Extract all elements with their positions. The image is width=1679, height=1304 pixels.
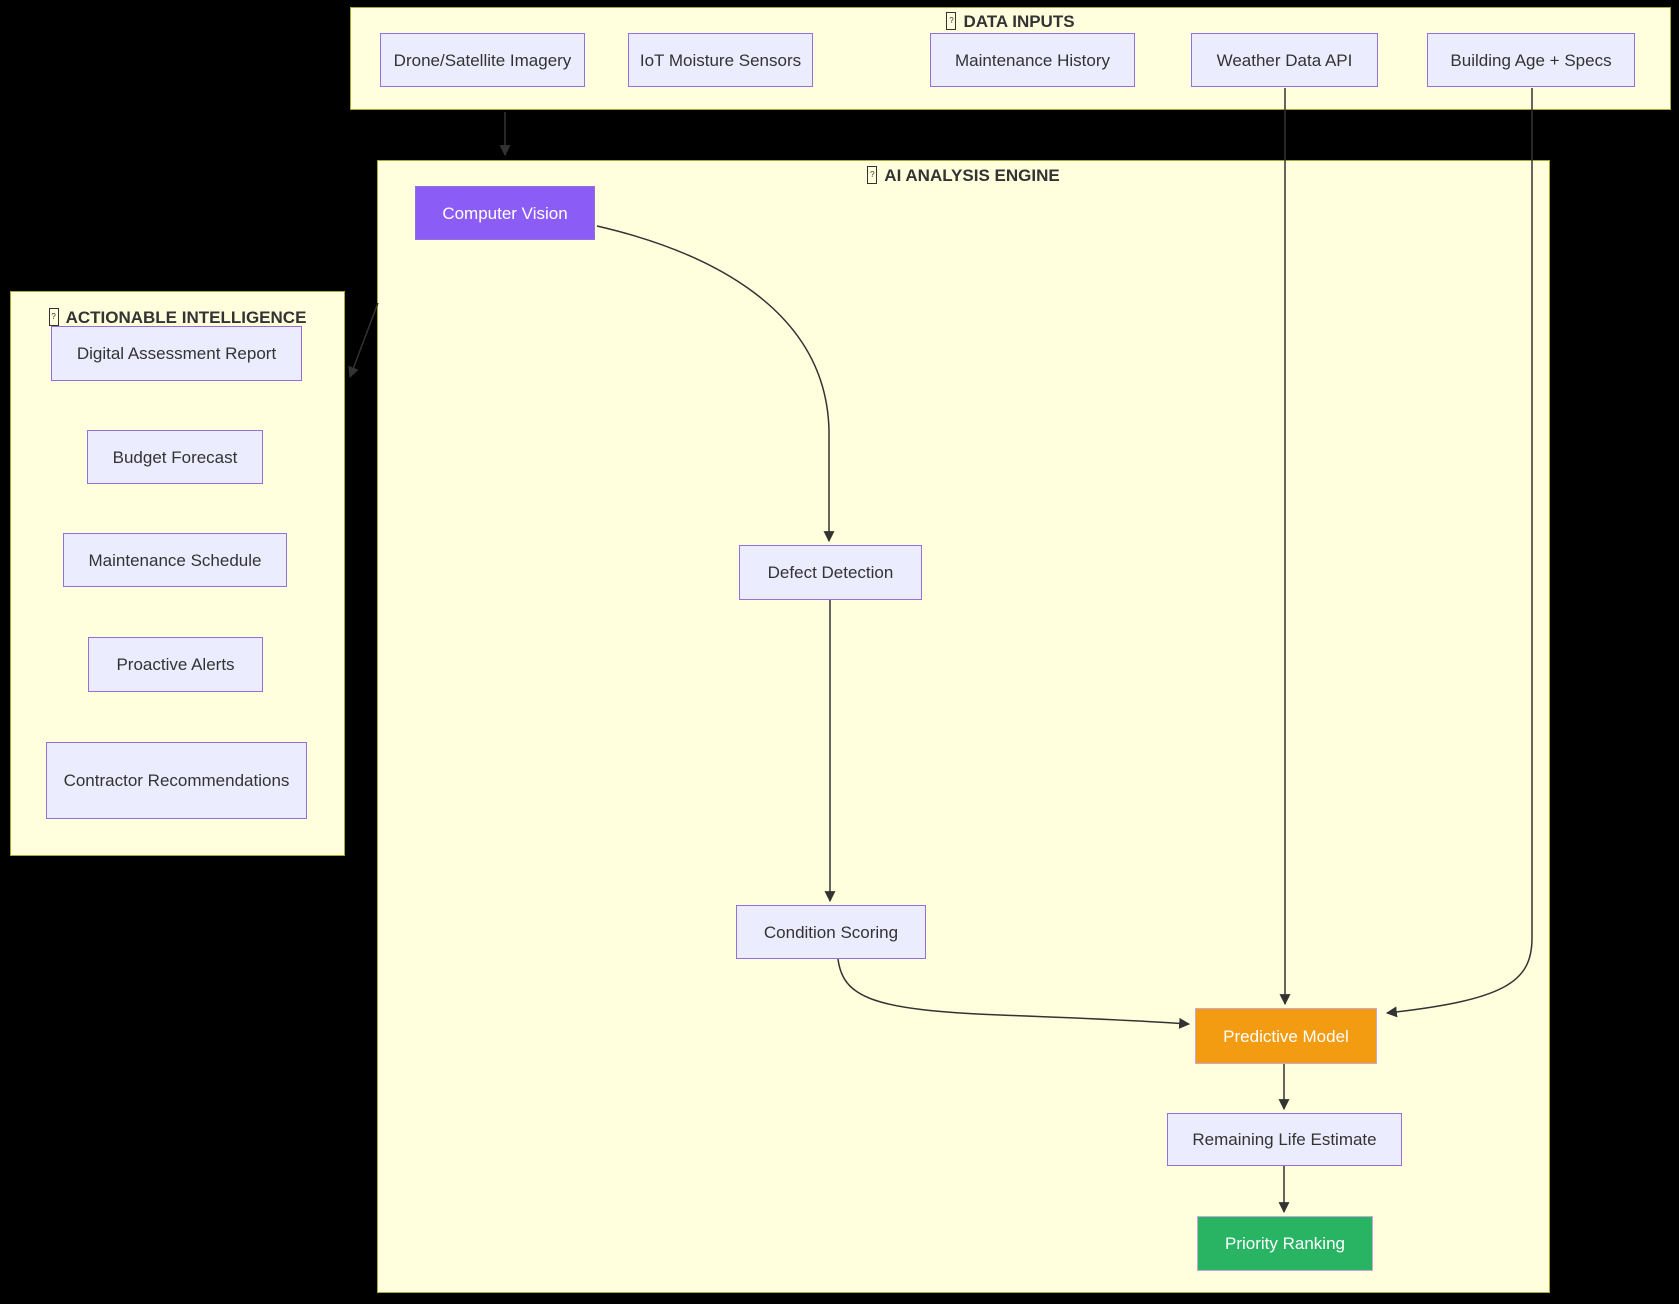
missing-glyph-icon: ? <box>946 12 957 30</box>
edge-building-to-predictive-model <box>1385 88 1533 1018</box>
node-label: IoT Moisture Sensors <box>639 50 802 70</box>
node-remaining-life-estimate: Remaining Life Estimate <box>1167 1113 1402 1166</box>
node-predictive-model: Predictive Model <box>1195 1008 1377 1064</box>
node-maintenance-history: Maintenance History <box>930 33 1135 87</box>
cluster-title-label: DATA INPUTS <box>963 11 1075 31</box>
node-budget-forecast: Budget Forecast <box>87 430 263 484</box>
node-proactive-alerts: Proactive Alerts <box>88 637 263 692</box>
node-condition-scoring: Condition Scoring <box>736 905 926 959</box>
cluster-title-data-inputs: ? DATA INPUTS <box>350 9 1671 33</box>
node-computer-vision: Computer Vision <box>415 186 595 240</box>
node-priority-ranking: Priority Ranking <box>1197 1216 1373 1271</box>
edge-computer-vision-to-defect-detection <box>596 225 835 543</box>
node-label: Weather Data API <box>1216 50 1353 70</box>
cluster-title-label: ACTIONABLE INTELLIGENCE <box>65 307 307 327</box>
node-digital-assessment-report: Digital Assessment Report <box>51 326 302 381</box>
cluster-ai-analysis-engine <box>377 160 1550 1293</box>
node-label: Proactive Alerts <box>116 655 235 674</box>
node-label: Defect Detection <box>767 563 894 582</box>
node-label: Condition Scoring <box>763 922 899 942</box>
node-label: Contractor Recommendations <box>63 771 290 790</box>
node-label: Budget Forecast <box>112 447 238 467</box>
edge-ai-engine-to-actionable-intelligence <box>348 302 379 379</box>
cluster-title-actionable-intelligence: ? ACTIONABLE INTELLIGENCE <box>40 293 315 341</box>
node-label: Drone/Satellite Imagery <box>393 50 572 70</box>
node-label: Priority Ranking <box>1225 1234 1345 1253</box>
edge-condition-scoring-to-predictive-model <box>837 958 1191 1029</box>
node-label: Digital Assessment Report <box>76 344 277 363</box>
node-label: Predictive Model <box>1223 1026 1349 1046</box>
node-drone-satellite-imagery: Drone/Satellite Imagery <box>380 33 585 87</box>
node-label: Computer Vision <box>442 203 568 223</box>
missing-glyph-icon: ? <box>867 166 878 184</box>
node-label: Maintenance History <box>955 50 1110 70</box>
node-label: Building Age + Specs <box>1450 50 1612 70</box>
node-building-age-specs: Building Age + Specs <box>1427 33 1635 87</box>
node-label: Maintenance Schedule <box>88 550 262 570</box>
node-maintenance-schedule: Maintenance Schedule <box>63 533 287 587</box>
node-weather-data-api: Weather Data API <box>1191 33 1378 87</box>
cluster-title-ai-analysis-engine: ? AI ANALYSIS ENGINE <box>377 163 1550 187</box>
node-defect-detection: Defect Detection <box>739 545 922 600</box>
node-iot-moisture-sensors: IoT Moisture Sensors <box>628 33 813 87</box>
missing-glyph-icon: ? <box>48 308 59 326</box>
node-label: Remaining Life Estimate <box>1192 1130 1377 1149</box>
cluster-title-label: AI ANALYSIS ENGINE <box>884 165 1060 185</box>
node-contractor-recommendations: Contractor Recommendations <box>46 742 307 819</box>
